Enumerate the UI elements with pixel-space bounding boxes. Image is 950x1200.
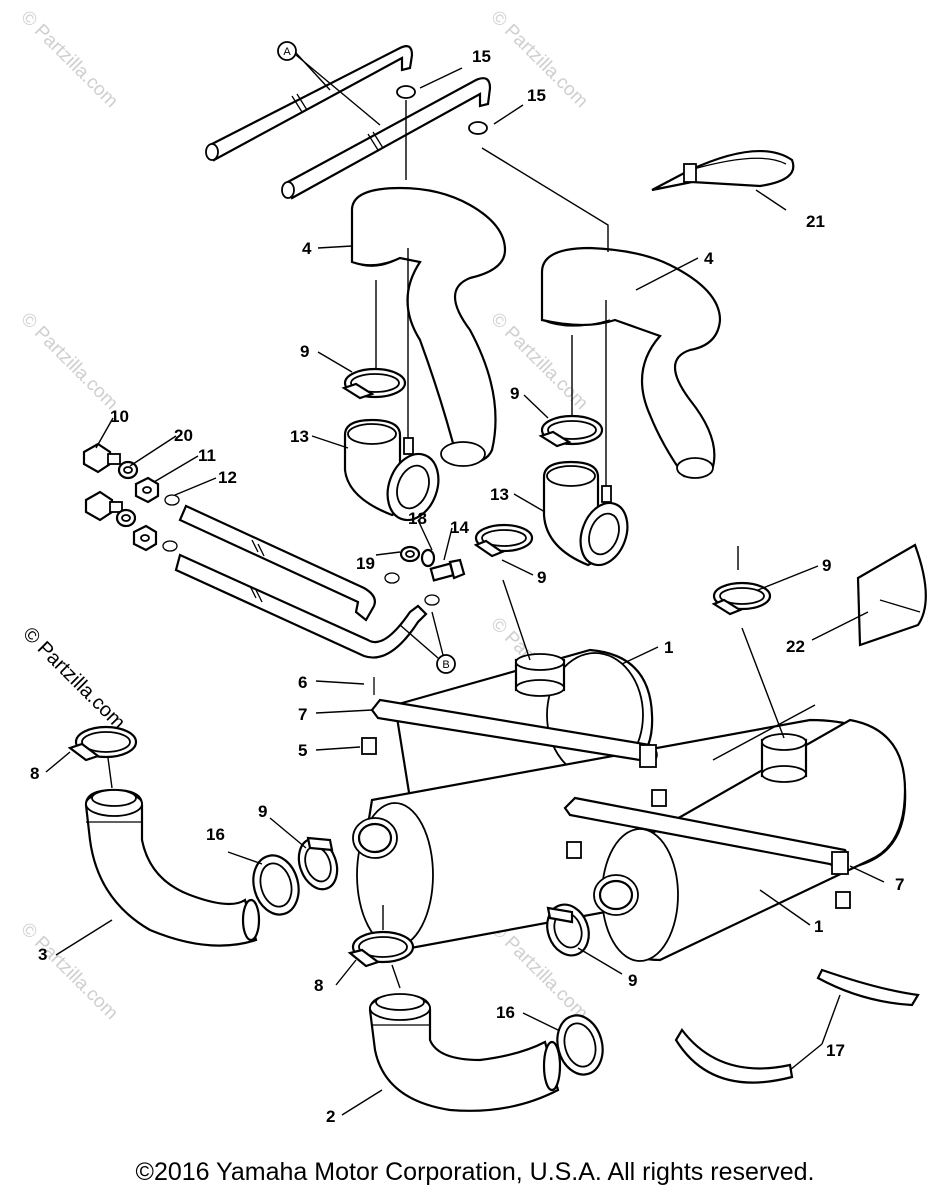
hose-clamp-8	[67, 725, 138, 762]
callout-9: 9	[537, 568, 546, 587]
top-hoses	[205, 45, 492, 200]
callout-2: 2	[326, 1107, 335, 1126]
marker-a	[277, 41, 297, 61]
marker-b-label: B	[442, 659, 449, 671]
callout-11: 11	[198, 446, 216, 465]
callout-8: 8	[30, 764, 39, 783]
cable-tie	[651, 150, 795, 192]
drain-bolts	[82, 442, 180, 552]
callout-8: 8	[314, 976, 323, 995]
callout-7: 7	[895, 875, 904, 894]
callout-9: 9	[258, 802, 267, 821]
callout-3: 3	[38, 945, 47, 964]
callout-7: 7	[298, 705, 307, 724]
callout-4: 4	[704, 249, 714, 268]
watermark-text: © Partzilla.com	[16, 919, 121, 1024]
hose-clamp-9	[473, 523, 534, 558]
clip-5	[361, 737, 377, 755]
callout-15: 15	[472, 47, 491, 66]
callout-13: 13	[290, 427, 309, 446]
heat-shield-22	[856, 543, 927, 647]
callout-20: 20	[174, 426, 193, 445]
callout-21: 21	[806, 212, 825, 231]
hose-clamp-9	[341, 367, 407, 400]
hose-clamp-15	[468, 121, 488, 135]
callout-22: 22	[786, 637, 805, 656]
bypass-tubes	[174, 504, 440, 659]
exhaust-elbow-right	[540, 246, 722, 479]
callout-12: 12	[218, 468, 237, 487]
callout-18: 18	[408, 509, 427, 528]
callout-9: 9	[300, 342, 309, 361]
callout-9: 9	[822, 556, 831, 575]
callout-9: 9	[510, 384, 519, 403]
rubber-ring-16	[252, 854, 300, 916]
callout-13: 13	[490, 485, 509, 504]
hose-clamp-8	[347, 930, 415, 968]
callout-4: 4	[302, 239, 312, 258]
hose-clamp-9	[546, 903, 590, 957]
hose-clamp-9	[538, 414, 604, 448]
bolt-14	[429, 558, 466, 582]
watermark-main: © Partzilla.com	[18, 623, 129, 734]
exhaust-pipe-2	[368, 993, 562, 1112]
callout-1: 1	[664, 638, 673, 657]
copyright-notice: ©2016 Yamaha Motor Corporation, U.S.A. A…	[135, 1158, 815, 1186]
callout-1: 1	[814, 917, 823, 936]
hose-clamp-15	[396, 85, 416, 99]
callout-17: 17	[826, 1041, 845, 1060]
hose-clamp-9	[711, 581, 772, 616]
callout-15: 15	[527, 86, 546, 105]
elbow-joint-13	[343, 418, 440, 522]
clip-5	[566, 841, 582, 859]
callout-19: 19	[356, 554, 375, 573]
exhaust-pipe-3	[84, 788, 261, 947]
marker-b	[436, 654, 456, 674]
callout-14: 14	[450, 518, 469, 537]
callout-5: 5	[298, 741, 307, 760]
marker-a-label: A	[283, 46, 291, 58]
callout-10: 10	[110, 407, 129, 426]
watermark-text: © Partzilla.com	[16, 309, 121, 414]
callout-16: 16	[206, 825, 225, 844]
watermark-text: © Partzilla.com	[16, 7, 121, 112]
hose-clamp-9	[297, 836, 339, 891]
callout-labels: 15 15 21 4 4 9 9 13 13 10 20 11 12 18 14…	[30, 47, 904, 1126]
rubber-ring-16	[556, 1014, 604, 1076]
strap-7-lower	[563, 796, 849, 875]
clip-5	[651, 789, 667, 807]
strap-7-upper	[370, 698, 658, 768]
callout-9: 9	[628, 971, 637, 990]
callout-16: 16	[496, 1003, 515, 1022]
callout-6: 6	[298, 673, 307, 692]
clip-5	[835, 891, 851, 909]
elbow-joint-13	[542, 460, 629, 567]
spring-washer-18	[420, 548, 436, 568]
rubber-pad-17	[674, 968, 920, 1084]
